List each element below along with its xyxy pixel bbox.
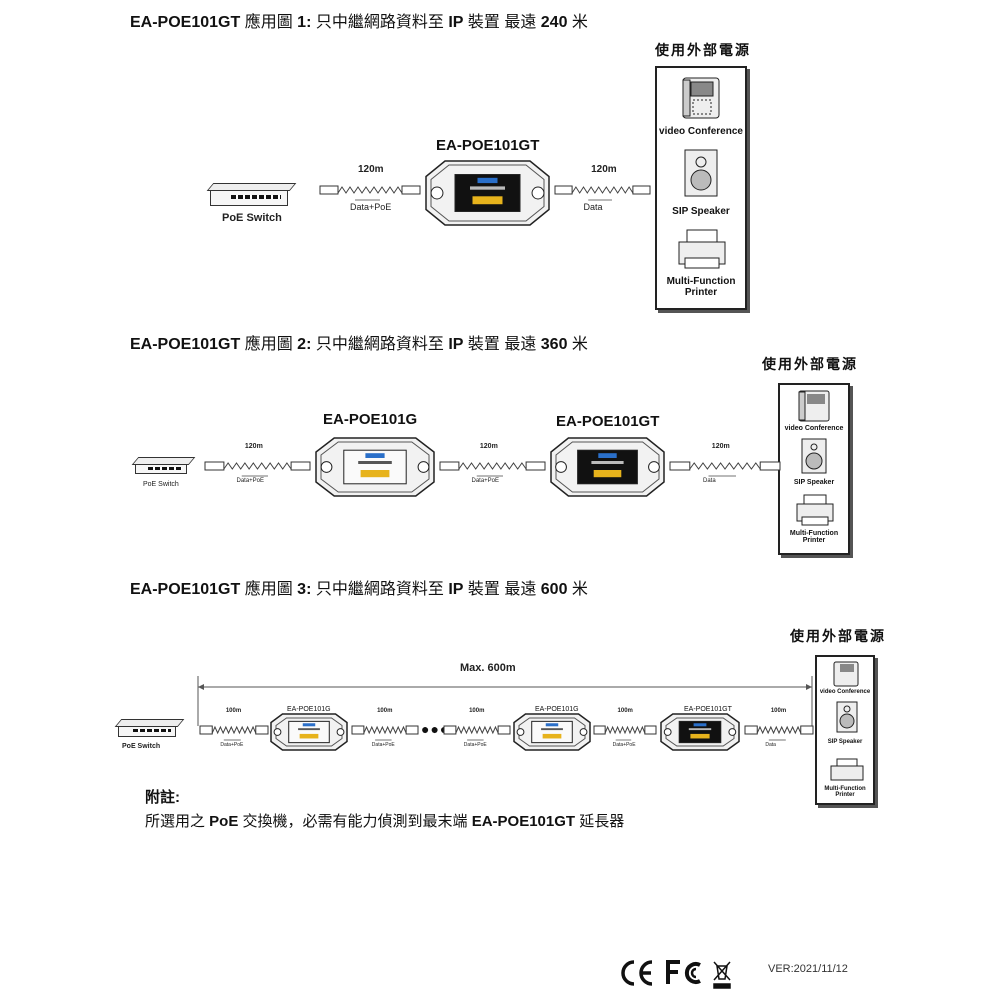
poe-switch-label: PoE Switch [122,743,161,750]
note-text: 所選用之 PoE 交換機，必需有能力偵測到最末端 EA-POE101GT 延長器 [145,813,625,830]
cable-length-label: 100m [225,708,242,714]
cable-length-label: 120m [479,443,498,450]
speaker-icon [801,438,827,474]
app1-title: EA-POE101GT 應用圖 1: 只中繼網路資料至 IP 裝置 最遠 240… [130,14,588,31]
ellipsis-more-extenders: ●●● [421,721,450,737]
cable-signal-label: Data+PoE [612,742,636,748]
max-distance-dimension-line [197,676,813,726]
cable-signal-label: Data+PoE [236,478,265,484]
cable-icon [669,461,781,477]
cable-icon [554,185,651,201]
external-power-label: 使用外部電源 [762,357,858,373]
note-heading: 附註: [145,789,180,806]
cable-icon [204,461,311,477]
ip-devices-panel: video Conference SIP Speaker Multi-Funct… [655,66,747,310]
version-label: VER:2021/11/12 [768,963,848,975]
poe-switch [118,724,176,737]
printer-label: Multi-Function Printer [666,276,736,298]
extender-label: EA-POE101GT [684,706,732,713]
sip-speaker-label: SIP Speaker [672,206,730,217]
cable-icon [319,185,421,201]
poe-switch-label: PoE Switch [222,212,282,224]
cable-signal-label: Data+PoE [371,742,395,748]
cable-signal-label: Data [703,478,716,484]
fcc-logo-icon [666,960,701,984]
cable-signal-label: Data+PoE [463,742,487,748]
cable-length-label: 100m [617,708,633,714]
speaker-icon [836,701,858,733]
app2-title: EA-POE101GT 應用圖 2: 只中繼網路資料至 IP 裝置 最遠 360… [130,336,588,353]
ip-devices-panel: video Conference SIP Speaker Multi-Funct… [778,383,850,555]
cable-icon [351,725,419,741]
certification-logos [621,960,731,989]
cable-length-label: 120m [358,164,384,175]
app3-title: EA-POE101GT 應用圖 3: 只中繼網路資料至 IP 裝置 最遠 600… [130,581,588,598]
extender-label: EA-POE101GT [556,413,660,430]
extender-label: EA-POE101G [323,411,418,428]
poe-switch [210,188,288,206]
cable-signal-label: Data+PoE [220,742,244,748]
external-power-label: 使用外部電源 [655,43,751,59]
video-conference-label: video Conference [659,126,743,137]
ea-poe101g-extender [315,437,435,497]
cable-length-label: 100m [377,708,393,714]
cable-length-label: 100m [770,708,787,714]
speaker-icon [684,149,718,197]
extender-label: EA-POE101GT [436,137,540,154]
ea-poe101g-extender [513,713,591,751]
cable-signal-label: Data [765,742,776,748]
cable-icon [593,725,657,741]
printer-icon [678,229,726,269]
extender-label: EA-POE101G [287,706,331,713]
cable-length-label: 120m [711,443,730,450]
printer-label: Multi-Function Printer [824,786,866,798]
cable-length-label: 100m [469,708,485,714]
video-conference-label: video Conference [784,425,844,432]
cable-length-label: 120m [591,164,617,175]
printer-icon [796,494,834,526]
ip-devices-panel: video Conference SIP Speaker Multi-Funct… [815,655,875,805]
video-phone-icon [798,390,830,422]
ce-logo-icon [621,960,653,986]
cable-signal-label: Data [583,202,603,212]
external-power-label: 使用外部電源 [790,629,886,645]
cable-signal-label: Data+PoE [350,202,392,212]
extender-label: EA-POE101G [535,706,579,713]
cable-icon [439,461,546,477]
sip-speaker-label: SIP Speaker [793,479,835,486]
max-distance-label: Max. 600m [460,662,516,674]
ea-poe101gt-extender [660,713,740,751]
ea-poe101gt-extender [550,437,665,497]
printer-label: Multi-Function Printer [789,530,839,544]
printer-icon [830,758,864,781]
ea-poe101gt-extender [425,160,550,226]
video-conference-label: video Conference [819,689,871,695]
cable-length-label: 120m [244,443,263,450]
cable-signal-label: Data+PoE [471,478,500,484]
poe-switch [135,462,187,474]
video-phone-icon [682,77,720,119]
poe-switch-label: PoE Switch [143,481,179,488]
cable-icon [199,725,269,741]
sip-speaker-label: SIP Speaker [827,739,863,745]
weee-bin-icon [713,961,731,989]
ea-poe101g-extender [270,713,348,751]
cable-icon [744,725,814,741]
cable-icon [443,725,511,741]
video-phone-icon [833,661,859,687]
